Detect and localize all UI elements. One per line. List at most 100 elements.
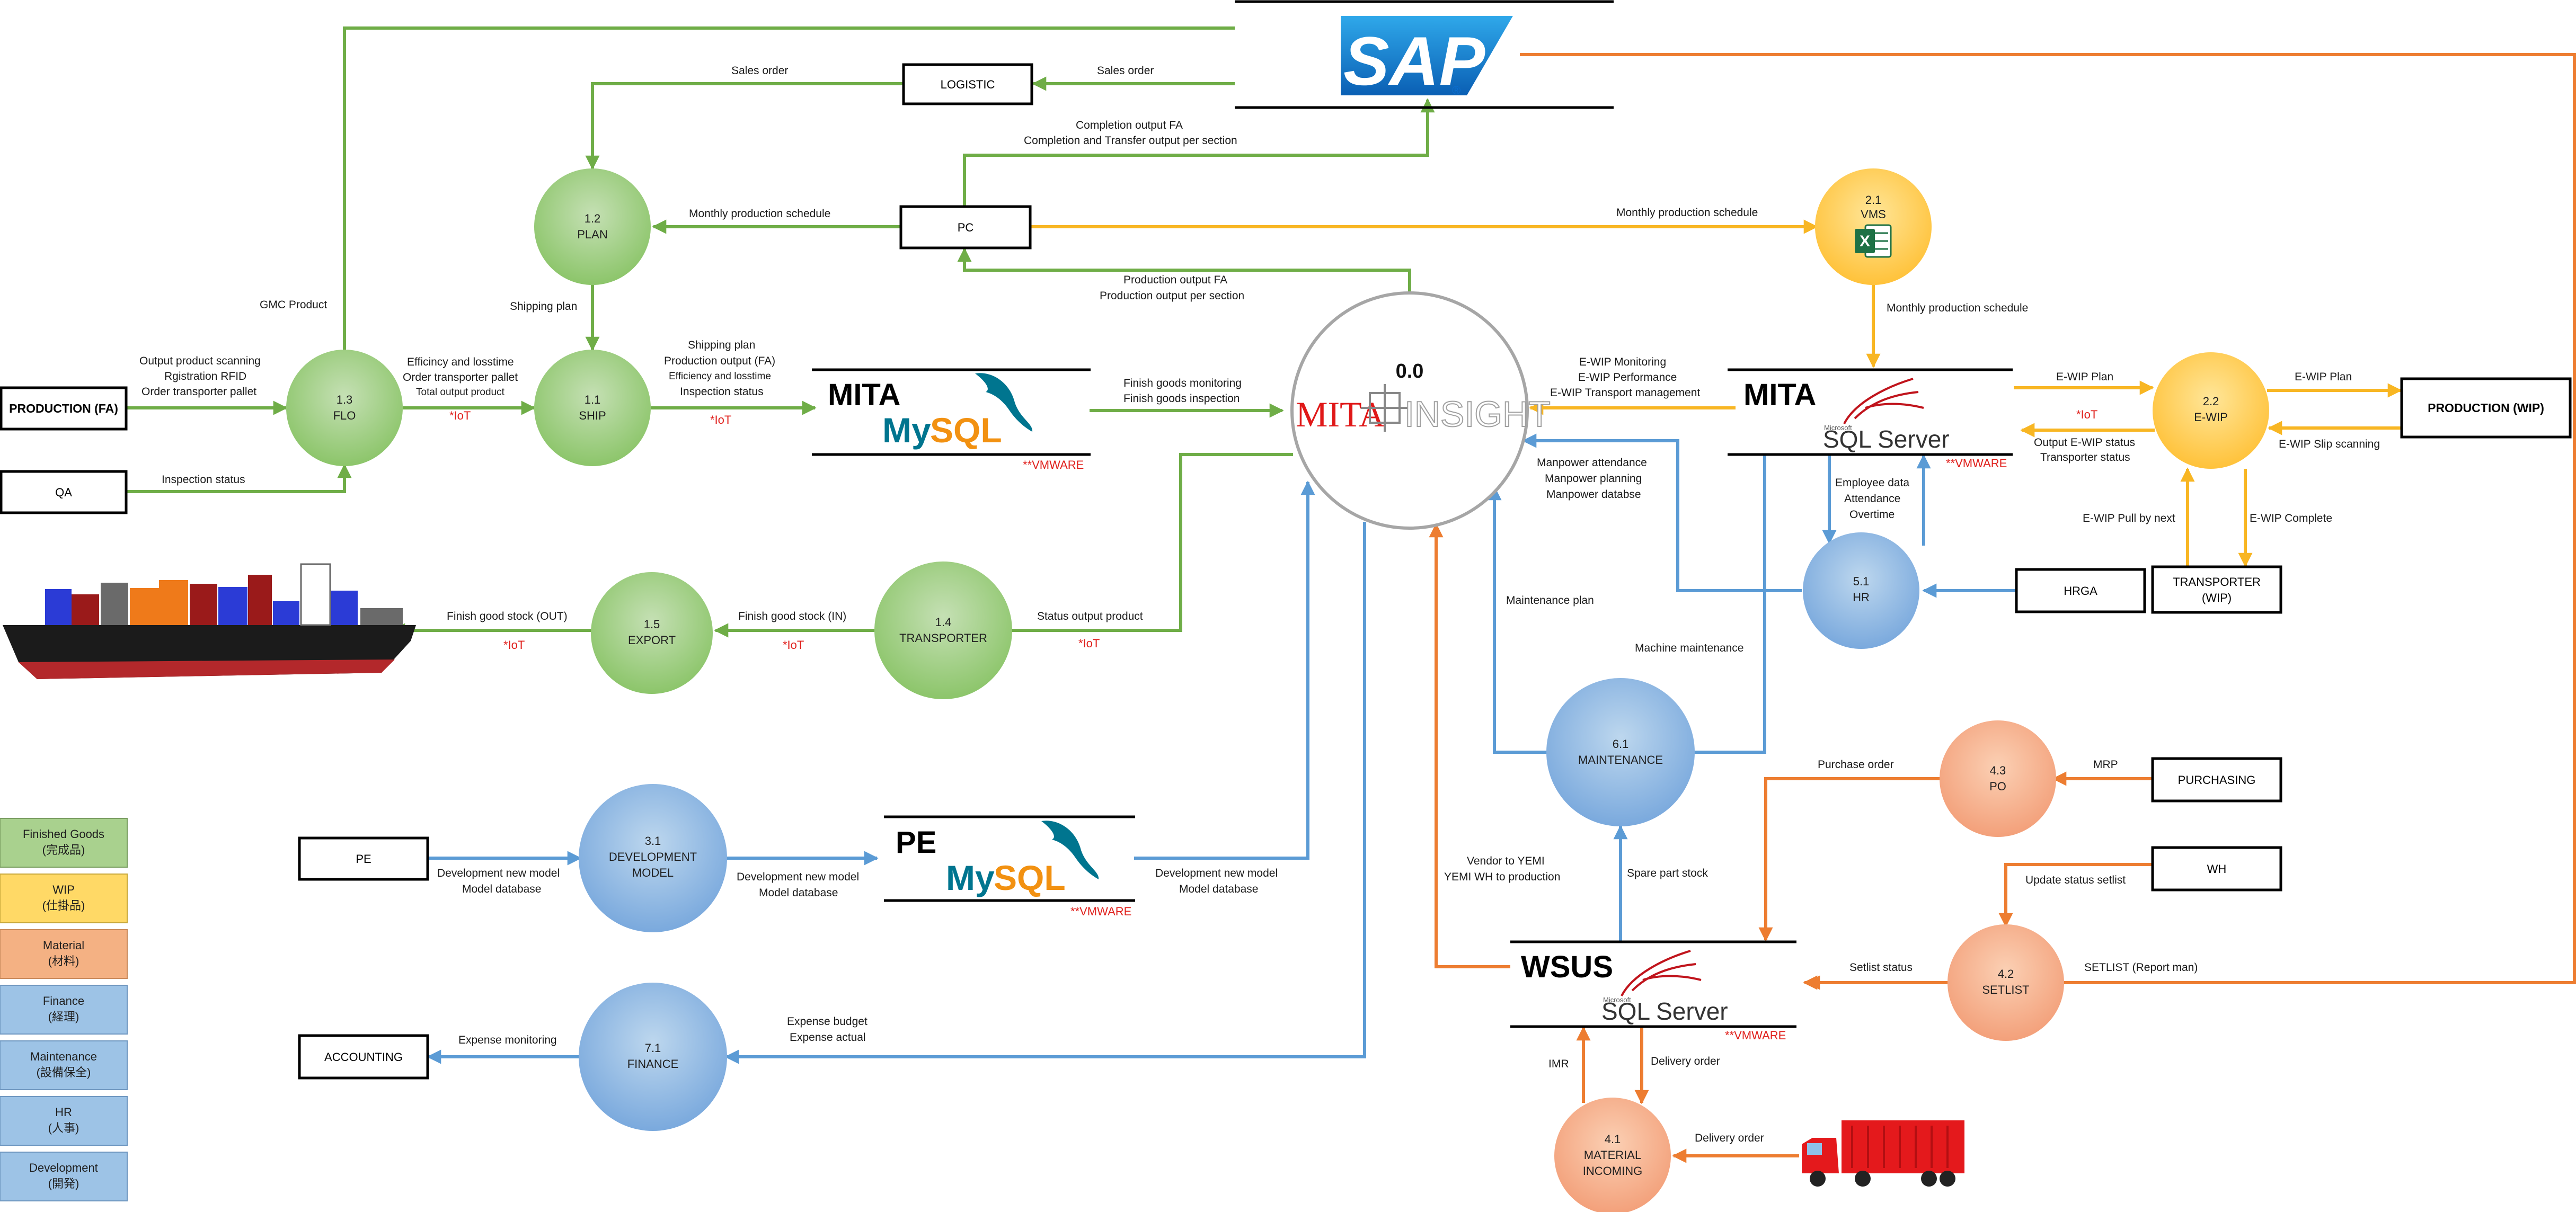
store-wsus: WSUS Microsoft SQL Server **VMWARE (1510, 940, 1796, 1042)
svg-text:Finish goods inspection: Finish goods inspection (1123, 393, 1240, 405)
sap-registered: ® (1452, 84, 1460, 97)
svg-text:Manpower planning: Manpower planning (1545, 473, 1642, 485)
flow-pemysql-to-insight (1134, 480, 1315, 860)
svg-text:*IoT: *IoT (503, 638, 525, 652)
flow-po-to-wsus (1758, 777, 1942, 942)
svg-text:Efficiency and losstime: Efficiency and losstime (669, 371, 771, 382)
flow-wh-to-setlist (1998, 863, 2153, 928)
svg-text:3.1: 3.1 (645, 834, 661, 848)
svg-text:Maintenance: Maintenance (30, 1050, 97, 1063)
svg-text:WH: WH (2207, 862, 2227, 876)
sap-store: SAP ® (1235, 0, 1614, 109)
svg-text:E-WIP Plan: E-WIP Plan (2295, 371, 2352, 383)
svg-text:*IoT: *IoT (710, 413, 731, 426)
svg-text:Setlist status: Setlist status (1849, 961, 1913, 974)
flow-qa-to-flo (127, 464, 352, 493)
process-hr: 5.1 HR (1803, 532, 1919, 649)
process-po: 4.3 PO (1940, 720, 2056, 837)
mysql-dolphin-icon (1041, 821, 1099, 879)
svg-text:Microsoft: Microsoft (1603, 996, 1631, 1004)
svg-text:Finish goods monitoring: Finish goods monitoring (1123, 377, 1242, 389)
svg-text:Model database: Model database (759, 887, 838, 899)
svg-text:Delivery order: Delivery order (1695, 1132, 1764, 1144)
svg-text:Manpower databse: Manpower databse (1546, 488, 1641, 501)
entity-transporter-wip: TRANSPORTER (WIP) (2151, 565, 2282, 614)
entity-qa: QA (0, 470, 128, 514)
svg-text:Vendor to YEMI: Vendor to YEMI (1467, 855, 1545, 867)
svg-text:*IoT: *IoT (2076, 408, 2097, 421)
svg-text:SQL Server: SQL Server (1823, 425, 1950, 453)
svg-text:Production output per section: Production output per section (1100, 290, 1244, 302)
svg-text:Machine maintenance: Machine maintenance (1635, 642, 1743, 654)
svg-text:Production output FA: Production output FA (1123, 274, 1227, 286)
svg-text:SETLIST: SETLIST (1982, 983, 2029, 996)
svg-text:Development: Development (29, 1161, 98, 1174)
svg-text:E-WIP Slip scanning: E-WIP Slip scanning (2279, 438, 2380, 450)
svg-text:Purchase order: Purchase order (1818, 759, 1894, 771)
svg-text:MITA: MITA (828, 378, 900, 412)
svg-text:Model database: Model database (462, 883, 541, 895)
center-logo-mita: MITA (1296, 394, 1385, 434)
process-plan: 1.2 PLAN (534, 168, 651, 285)
svg-text:Material: Material (43, 939, 84, 952)
svg-text:5.1: 5.1 (1853, 575, 1870, 588)
svg-text:Finish good stock (OUT): Finish good stock (OUT) (447, 610, 568, 622)
svg-text:IMR: IMR (1548, 1058, 1569, 1070)
store-mita-mysql: MITA My SQL **VMWARE (812, 368, 1091, 471)
svg-text:Finish good stock (IN): Finish good stock (IN) (738, 610, 846, 622)
crosshair-icon (1361, 384, 1409, 432)
svg-text:Maintenance plan: Maintenance plan (1506, 594, 1594, 607)
svg-text:SHIP: SHIP (579, 409, 606, 422)
svg-text:1.2: 1.2 (585, 212, 601, 225)
flow-sap-to-flo (337, 26, 1235, 404)
process-material-incoming: 4.1 MATERIAL INCOMING (1554, 1098, 1671, 1212)
entity-production-fa: PRODUCTION (FA) (0, 386, 128, 431)
svg-text:2.2: 2.2 (2203, 395, 2219, 408)
svg-text:4.1: 4.1 (1605, 1133, 1621, 1146)
svg-text:MODEL: MODEL (632, 866, 674, 879)
svg-text:Rgistration RFID: Rgistration RFID (164, 370, 246, 382)
svg-text:Expense monitoring: Expense monitoring (458, 1034, 557, 1046)
sqlserver-icon (1843, 378, 1924, 424)
process-finance: 7.1 FINANCE (579, 983, 727, 1131)
svg-text:(WIP): (WIP) (2202, 591, 2232, 604)
svg-text:Employee data: Employee data (1835, 477, 1909, 489)
process-export: 1.5 EXPORT (591, 572, 713, 694)
svg-text:**VMWARE: **VMWARE (1070, 905, 1131, 918)
svg-text:Spare part stock: Spare part stock (1627, 867, 1708, 879)
sap-logo (1341, 16, 1513, 95)
svg-text:Expense actual: Expense actual (790, 1031, 866, 1044)
svg-text:X: X (1860, 233, 1870, 250)
svg-text:E-WIP Transport management: E-WIP Transport management (1550, 387, 1700, 399)
svg-text:MATERIAL: MATERIAL (1584, 1148, 1641, 1162)
svg-text:Development new model: Development new model (437, 867, 560, 879)
svg-text:SQL Server: SQL Server (1601, 997, 1728, 1025)
svg-text:Total output product: Total output product (416, 387, 505, 398)
svg-text:Finance: Finance (43, 994, 84, 1008)
entity-wh: WH (2151, 846, 2282, 892)
svg-text:Output product scanning: Output product scanning (139, 355, 261, 367)
svg-text:(仕掛品): (仕掛品) (42, 899, 85, 912)
svg-text:FINANCE: FINANCE (627, 1057, 679, 1071)
svg-text:WSUS: WSUS (1521, 950, 1613, 984)
process-flo: 1.3 FLO (286, 350, 403, 466)
svg-text:HR: HR (1853, 591, 1870, 604)
svg-text:MRP: MRP (2093, 759, 2118, 771)
svg-text:Finished Goods: Finished Goods (23, 827, 104, 841)
entity-production-wip: PRODUCTION (WIP) (2400, 377, 2572, 439)
svg-text:FLO: FLO (333, 409, 356, 422)
svg-text:Inspection status: Inspection status (680, 386, 764, 398)
svg-text:WIP: WIP (52, 883, 75, 896)
svg-text:Model database: Model database (1179, 883, 1258, 895)
process-vms: 2.1 VMS X (1815, 168, 1932, 285)
excel-icon: X (1855, 224, 1892, 258)
flow-sap-to-setlist (1520, 53, 2576, 990)
svg-text:PC: PC (958, 221, 974, 234)
svg-text:Completion and Transfer output: Completion and Transfer output per secti… (1024, 135, 1237, 147)
process-transporter: 1.4 TRANSPORTER (874, 562, 1012, 699)
svg-text:**VMWARE: **VMWARE (1023, 458, 1084, 471)
svg-text:ACCOUNTING: ACCOUNTING (324, 1050, 403, 1064)
svg-text:Shipping plan: Shipping plan (510, 300, 577, 313)
svg-text:4.3: 4.3 (1990, 764, 2006, 777)
